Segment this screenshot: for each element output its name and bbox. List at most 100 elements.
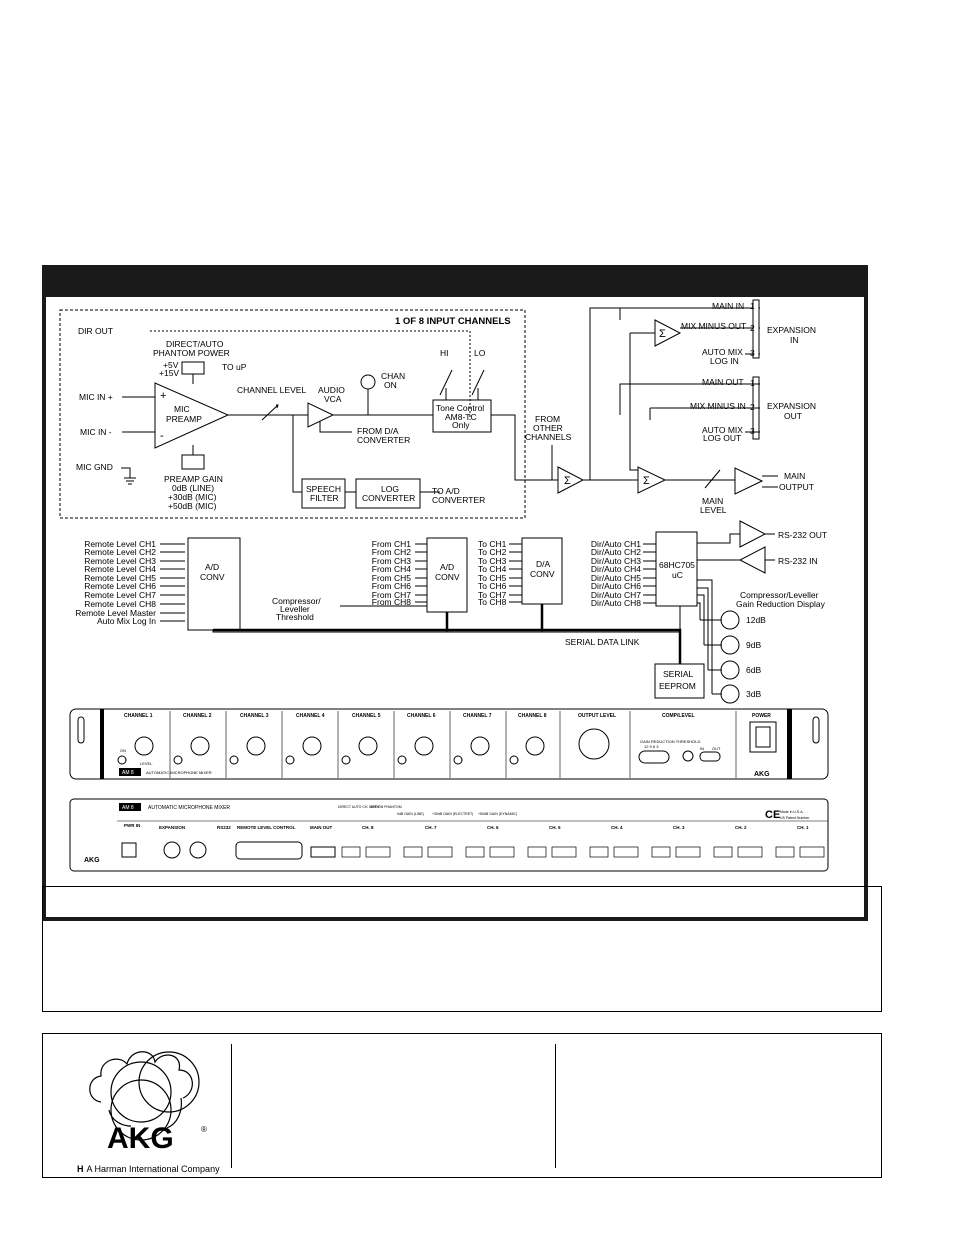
channel-2-knob[interactable] bbox=[190, 736, 210, 756]
gain-reduction-label: GAIN REDUCTION THRESHOLD bbox=[640, 739, 700, 744]
to-ch-label: To CH3 bbox=[478, 556, 507, 566]
pin1-b: 1 bbox=[750, 378, 755, 388]
output-level-knob[interactable] bbox=[578, 728, 610, 760]
dir-auto-labels: Dir/Auto CH1 Dir/Auto CH2 Dir/Auto CH3 D… bbox=[591, 539, 641, 608]
power-label: POWER bbox=[752, 713, 771, 719]
remote-level-label: Remote Level CH4 bbox=[84, 564, 156, 574]
to-ch-label: To CH4 bbox=[478, 564, 507, 574]
to-ch-label: To CH6 bbox=[478, 581, 507, 591]
channel-7-knob[interactable] bbox=[470, 736, 490, 756]
rear-brand-label: AKG bbox=[84, 857, 100, 864]
channel-1-on-led bbox=[117, 755, 127, 765]
from-ch-label: From CH1 bbox=[372, 539, 411, 549]
preamp-label: PREAMP bbox=[166, 414, 202, 424]
speech-filter-box bbox=[301, 478, 346, 509]
uc-label: uC bbox=[672, 570, 683, 580]
dir-out-label: DIR OUT bbox=[78, 326, 113, 336]
rs232-in-label: RS-232 IN bbox=[778, 556, 818, 566]
hi-label: HI bbox=[440, 348, 449, 358]
remote-level-connector[interactable] bbox=[235, 841, 303, 860]
minus-sign: - bbox=[160, 430, 164, 442]
diagram-frame bbox=[42, 265, 868, 921]
remote-level-control-label: REMOTE LEVEL CONTROL bbox=[237, 825, 296, 830]
rs232-out-amp bbox=[739, 520, 767, 548]
main-in-label: MAIN IN bbox=[712, 301, 744, 311]
akg-wordmark: AKG bbox=[107, 1122, 174, 1155]
dir-auto-label: Dir/Auto CH8 bbox=[591, 598, 641, 608]
da-label: D/A bbox=[536, 559, 551, 569]
da-conv-label: CONV bbox=[530, 569, 555, 579]
serial-data-link-label: SERIAL DATA LINK bbox=[565, 637, 640, 647]
main-output-amp bbox=[734, 467, 764, 495]
remote-level-label: Remote Level CH3 bbox=[84, 556, 156, 566]
preamp-gain-label: PREAMP GAIN bbox=[164, 474, 223, 484]
from-ch-label: From CH2 bbox=[372, 547, 411, 557]
channel-4-knob[interactable] bbox=[302, 736, 322, 756]
gain-mic30-label: +30dB (MIC) bbox=[168, 492, 217, 502]
other-label: OTHER bbox=[533, 423, 563, 433]
led-3db bbox=[720, 684, 740, 704]
remote-level-label: Remote Level CH8 bbox=[84, 599, 156, 609]
mic-in-minus-label: MIC IN - bbox=[80, 427, 112, 437]
tone-control-label: Tone Control bbox=[436, 403, 484, 413]
mic-preamp-triangle bbox=[154, 382, 230, 449]
notes-box bbox=[42, 886, 882, 1012]
remote-level-label: Auto Mix Log In bbox=[97, 616, 156, 626]
pwr-in-label: PWR IN bbox=[124, 823, 140, 828]
expansion-in-jack[interactable] bbox=[189, 841, 207, 859]
patent-label: US Patent Number bbox=[780, 816, 810, 820]
comp-in-label: IN bbox=[700, 746, 704, 751]
channel-6-knob[interactable] bbox=[414, 736, 434, 756]
to-ch-label: To CH1 bbox=[478, 539, 507, 549]
front-channel-label: CHANNEL 5 bbox=[352, 713, 381, 719]
expansion-out-jack[interactable] bbox=[163, 841, 181, 859]
chan-label: CHAN bbox=[381, 371, 405, 381]
channel-5-on-led bbox=[341, 755, 351, 765]
front-panel: CHANNEL 1 CHANNEL 2 CHANNEL 3 CHANNEL 4 … bbox=[69, 708, 829, 780]
front-channel-label: CHANNEL 7 bbox=[463, 713, 492, 719]
dir-auto-label: Dir/Auto CH5 bbox=[591, 573, 641, 583]
ad1-label: A/D bbox=[205, 562, 219, 572]
threshold-label: Threshold bbox=[276, 612, 314, 622]
to-ch-label: To CH7 bbox=[478, 590, 507, 600]
main-output-sub: OUTPUT bbox=[779, 482, 814, 492]
audio-label: AUDIO bbox=[318, 385, 345, 395]
to-up-label: TO uP bbox=[222, 362, 247, 372]
from-da-label: FROM D/A bbox=[357, 426, 399, 436]
channel-3-knob[interactable] bbox=[246, 736, 266, 756]
input-channel-box bbox=[59, 309, 526, 519]
eeprom-label: EEPROM bbox=[659, 681, 696, 691]
ad1-conv-label: CONV bbox=[200, 572, 225, 582]
channel-1-knob[interactable] bbox=[134, 736, 154, 756]
chan-on-label: ON bbox=[384, 380, 397, 390]
comp-in-out-switch[interactable] bbox=[699, 751, 721, 762]
to-ch-labels: To CH1 To CH2 To CH3 To CH4 To CH5 To CH… bbox=[478, 539, 507, 607]
from-other-label: FROM bbox=[535, 414, 560, 424]
dir-auto-label: Dir/Auto CH2 bbox=[591, 547, 641, 557]
front-channel-label: CHANNEL 4 bbox=[296, 713, 325, 719]
log-out-label: LOG OUT bbox=[703, 433, 741, 443]
pin1-a: 1 bbox=[750, 301, 755, 311]
channel-8-knob[interactable] bbox=[525, 736, 545, 756]
mcu-label: 68HC705 bbox=[659, 560, 695, 570]
filter-label: FILTER bbox=[310, 493, 339, 503]
log-in-label: LOG IN bbox=[710, 356, 739, 366]
rear-channel-label: CH. 8 bbox=[362, 825, 374, 830]
section-title: 1 OF 8 INPUT CHANNELS bbox=[395, 316, 511, 327]
threshold-knob[interactable] bbox=[682, 750, 694, 762]
channel-level-label: CHANNEL LEVEL bbox=[237, 385, 306, 395]
channel-4-on-led bbox=[285, 755, 295, 765]
expansion-out-sub: OUT bbox=[784, 411, 802, 421]
dir-auto-label: Dir/Auto CH3 bbox=[591, 556, 641, 566]
remote-level-lines bbox=[160, 543, 185, 622]
channel-5-knob[interactable] bbox=[358, 736, 378, 756]
auto-mix-label-in: AUTO MIX bbox=[702, 347, 743, 357]
am8tc-label: AM8-TC bbox=[445, 412, 477, 422]
akg-logo: AKG ® bbox=[89, 1051, 207, 1155]
expansion-in-label: EXPANSION bbox=[767, 325, 816, 335]
mcu-box bbox=[655, 531, 698, 607]
rs232-label: RS232 bbox=[217, 825, 231, 830]
rear-channel-label: CH. 1 bbox=[797, 825, 809, 830]
ce-mark: CE bbox=[765, 809, 780, 821]
ad-conv-1 bbox=[187, 537, 241, 631]
